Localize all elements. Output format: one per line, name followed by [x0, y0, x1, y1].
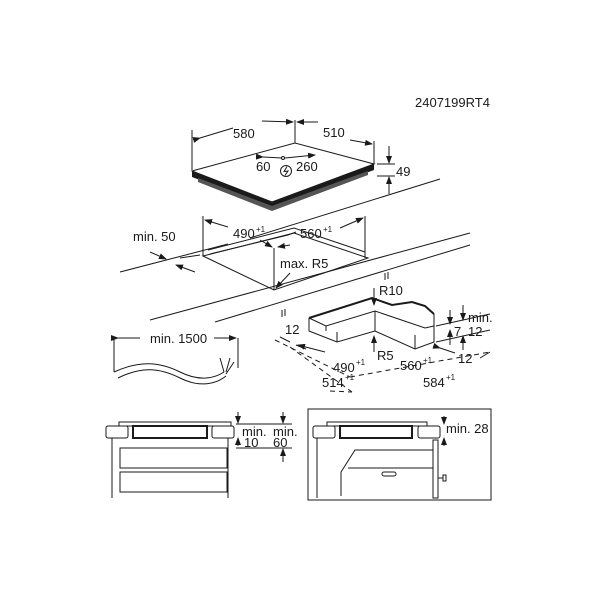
conn-offset-b-label: 260 — [296, 159, 318, 174]
recess-side-12-label: 12 — [285, 322, 299, 337]
min-front-label: min. 50 — [133, 229, 176, 244]
hob-isometric: 580 510 60 260 49 — [190, 118, 410, 211]
recess-outer-depth-label: 514 — [322, 375, 344, 390]
min-value-a: 10 — [244, 435, 258, 450]
recess-outer-width-tol: +1 — [446, 373, 456, 382]
max-radius-label: max. R5 — [280, 256, 328, 271]
hob-depth-label: 510 — [323, 125, 345, 140]
min-label-a: min. — [242, 424, 267, 439]
drawing-id: 2407199RT4 — [415, 95, 490, 110]
cutout-width-label: 560 — [300, 226, 322, 241]
recess-outer-width-label: 584 — [423, 375, 445, 390]
worktop-recess: R10 R5 12 490 +1 560 +1 514 +1 584 +1 7 … — [149, 232, 493, 393]
electrical-connection-icon — [280, 165, 292, 177]
min-value-b: 60 — [273, 435, 287, 450]
recess-r5-label: R5 — [377, 348, 394, 363]
cutout-width-tol: +1 — [323, 225, 333, 234]
hob-width-label: 580 — [233, 126, 255, 141]
cutout-depth-tol: +1 — [256, 225, 266, 234]
recess-inner-width-tol: +1 — [423, 356, 433, 365]
cutout-depth-label: 490 — [233, 226, 255, 241]
conn-offset-a-label: 60 — [256, 159, 270, 174]
recess-inner-width-label: 560 — [400, 358, 422, 373]
recess-r10-label: R10 — [379, 283, 403, 298]
countertop-cutout: 490 +1 560 +1 min. 50 max. R5 — [119, 178, 441, 291]
cable-length-label: min. 1500 — [150, 331, 207, 346]
recess-min-label: min. — [468, 310, 493, 325]
min-label-b: min. — [273, 424, 298, 439]
section-oven: min. 28 — [307, 408, 492, 501]
oven-min-label: min. 28 — [446, 421, 489, 436]
recess-inner-depth-tol: +1 — [356, 358, 366, 367]
recess-front-12-label: 12 — [458, 351, 472, 366]
power-cable: min. 1500 — [111, 331, 239, 385]
recess-outer-depth-tol: +1 — [345, 373, 355, 382]
recess-min-12-label: 12 — [468, 324, 482, 339]
section-drawers: min. 10 min. 60 — [105, 412, 298, 498]
recess-inner-depth-label: 490 — [333, 360, 355, 375]
hob-height-label: 49 — [396, 164, 410, 179]
recess-depth-7-label: 7 — [454, 324, 461, 339]
